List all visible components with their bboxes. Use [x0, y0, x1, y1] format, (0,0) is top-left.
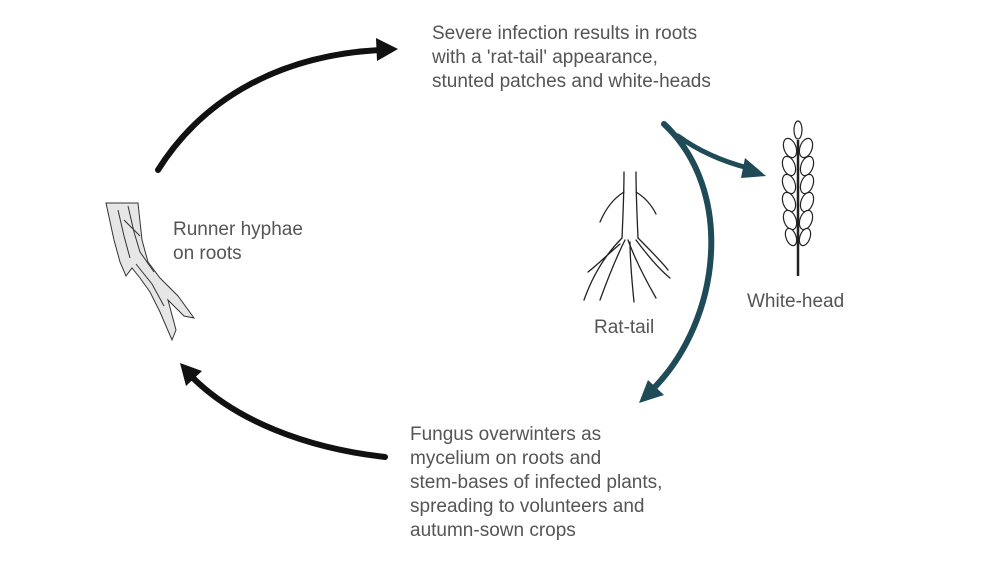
runner-hyphae-line: on roots [173, 243, 242, 264]
severe-infection-text: Severe infection results in roots with a… [432, 22, 711, 94]
rat-tail-label: Rat-tail [594, 317, 655, 338]
overwinter-line: autumn-sown crops [410, 520, 576, 541]
arrow-to-severe-infection [155, 47, 383, 173]
severe-infection-line: Severe infection results in roots [432, 23, 698, 44]
overwinter-line: Fungus overwinters as [410, 424, 602, 445]
runner-hyphae-root-illustration [105, 202, 196, 342]
overwinter-line: stem-bases of infected plants, [410, 472, 663, 493]
white-head-wheat-illustration [781, 120, 815, 276]
overwinter-line: spreading to volunteers and [410, 496, 645, 517]
teal-arrow-head-white-head [741, 158, 766, 178]
white-head-label: White-head [747, 291, 845, 312]
rat-tail-root-illustration [583, 171, 671, 303]
teal-arrow-to-white-head [675, 133, 751, 171]
teal-arrow-head-down [639, 380, 664, 403]
severe-infection-line: with a 'rat-tail' appearance, [432, 47, 658, 68]
arrow-head-bottom [180, 363, 202, 386]
arrow-to-runner-hyphae [189, 374, 388, 460]
severe-infection-line: stunted patches and white-heads [432, 71, 711, 92]
runner-hyphae-line: Runner hyphae [173, 219, 303, 240]
overwinter-line: mycelium on roots and [410, 448, 602, 469]
runner-hyphae-text: Runner hyphae on roots [173, 218, 303, 266]
teal-arrow-to-overwinter [649, 121, 715, 393]
arrow-head-top [376, 38, 398, 61]
overwinter-text: Fungus overwinters as mycelium on roots … [410, 423, 662, 543]
